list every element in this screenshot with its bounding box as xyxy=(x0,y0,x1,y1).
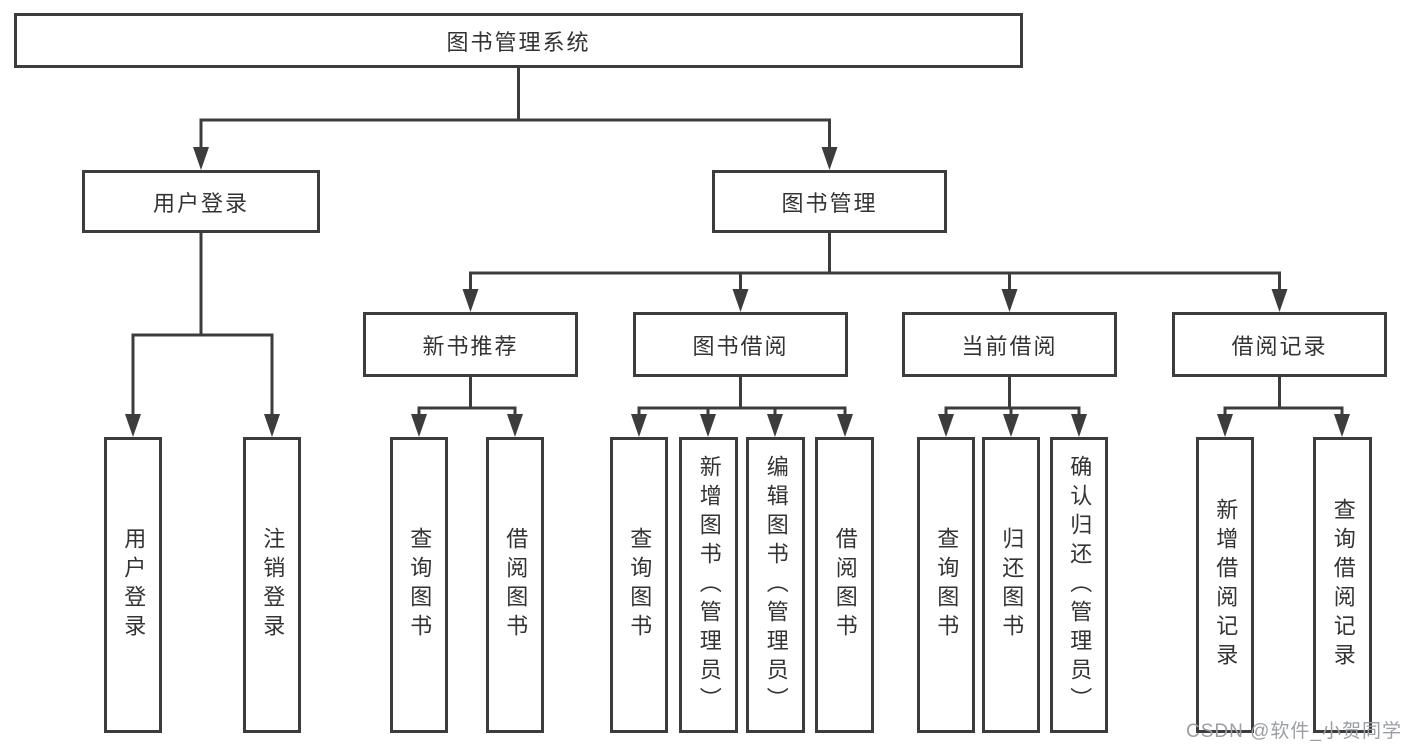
leaf-borrow-edit: 编辑图书（管理员） xyxy=(746,437,805,733)
leaf-borrow-add-label: 新增图书（管理员） xyxy=(696,454,722,716)
leaf-newbook-query-label: 查询图书 xyxy=(407,527,433,643)
leaf-current-return: 归还图书 xyxy=(982,437,1040,733)
leaf-borrow-query-label: 查询图书 xyxy=(627,527,653,643)
leaf-borrow-query: 查询图书 xyxy=(610,437,668,733)
leaf-newbook-borrow: 借阅图书 xyxy=(486,437,544,733)
node-root: 图书管理系统 xyxy=(14,13,1023,68)
leaf-user-login: 用户登录 xyxy=(104,437,162,733)
leaf-logout-label: 注销登录 xyxy=(260,527,286,643)
arrowheads xyxy=(125,147,1350,437)
leaf-borrow-add: 新增图书（管理员） xyxy=(679,437,738,733)
node-book-management: 图书管理 xyxy=(712,170,947,233)
leaf-records-add: 新增借阅记录 xyxy=(1196,437,1254,733)
leaf-current-confirm: 确认归还（管理员） xyxy=(1050,437,1108,733)
leaf-borrow-edit-label: 编辑图书（管理员） xyxy=(763,454,789,716)
leaf-current-return-label: 归还图书 xyxy=(999,527,1025,643)
csdn-watermark: CSDN @软件_小贺同学 xyxy=(1186,721,1402,742)
leaf-newbook-borrow-label: 借阅图书 xyxy=(503,527,529,643)
leaf-records-query: 查询借阅记录 xyxy=(1313,437,1372,733)
leaf-records-query-label: 查询借阅记录 xyxy=(1330,498,1356,672)
leaf-user-login-label: 用户登录 xyxy=(121,527,147,643)
node-new-book-recommend: 新书推荐 xyxy=(363,312,578,377)
leaf-current-query-label: 查询图书 xyxy=(934,527,960,643)
leaf-newbook-query: 查询图书 xyxy=(390,437,448,733)
node-current-borrow-label: 当前借阅 xyxy=(961,333,1058,359)
node-book-borrow: 图书借阅 xyxy=(633,312,848,377)
leaf-records-add-label: 新增借阅记录 xyxy=(1213,498,1239,672)
node-user-login-label: 用户登录 xyxy=(152,190,249,216)
node-root-label: 图书管理系统 xyxy=(446,29,591,55)
leaf-current-confirm-label: 确认归还（管理员） xyxy=(1067,454,1093,716)
node-book-management-label: 图书管理 xyxy=(781,190,878,216)
leaf-borrow-borrow-label: 借阅图书 xyxy=(832,527,858,643)
node-borrow-records: 借阅记录 xyxy=(1172,312,1387,377)
node-book-borrow-label: 图书借阅 xyxy=(692,333,789,359)
leaf-logout: 注销登录 xyxy=(243,437,301,733)
leaf-borrow-borrow: 借阅图书 xyxy=(815,437,874,733)
node-user-login: 用户登录 xyxy=(82,170,320,233)
node-current-borrow: 当前借阅 xyxy=(902,312,1117,377)
node-new-book-recommend-label: 新书推荐 xyxy=(422,333,519,359)
node-borrow-records-label: 借阅记录 xyxy=(1231,333,1328,359)
leaf-current-query: 查询图书 xyxy=(917,437,975,733)
